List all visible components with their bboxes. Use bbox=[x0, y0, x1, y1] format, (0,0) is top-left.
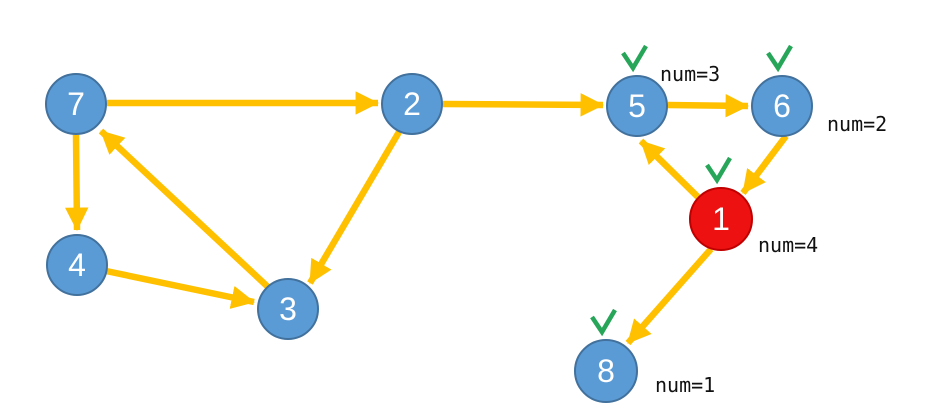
node-circle bbox=[45, 73, 107, 135]
node-value-6: 6 bbox=[773, 88, 791, 124]
node-circle bbox=[257, 278, 319, 340]
graph-node-7: 7 bbox=[45, 73, 107, 135]
edge-2-to-5-arrow bbox=[442, 93, 604, 117]
annotation-8: num=1 bbox=[655, 373, 715, 397]
node-layer: 7 2 5 num=3 6 num=2 4 3 1 num=4 8 num=1 bbox=[45, 44, 887, 403]
edge-7-to-4-arrow bbox=[65, 134, 89, 231]
edge-4-to-3-arrow bbox=[105, 267, 255, 309]
graph-node-1: 1 num=4 bbox=[689, 156, 818, 257]
node-value-5: 5 bbox=[628, 88, 646, 124]
node-value-1: 1 bbox=[712, 201, 730, 237]
graph-node-5: 5 num=3 bbox=[606, 44, 720, 137]
node-circle bbox=[606, 75, 668, 137]
node-circle-current bbox=[689, 187, 753, 251]
node-value-7: 7 bbox=[67, 86, 85, 122]
visited-check-icon-5 bbox=[621, 44, 648, 73]
edge-5-to-6-arrow bbox=[667, 94, 749, 118]
node-value-2: 2 bbox=[403, 86, 421, 122]
annotation-5: num=3 bbox=[660, 62, 720, 86]
node-circle bbox=[381, 73, 443, 135]
visited-check-icon-8 bbox=[590, 308, 617, 337]
visited-check-icon-1 bbox=[705, 156, 732, 185]
visited-check-icon-6 bbox=[766, 44, 793, 73]
annotation-1: num=4 bbox=[758, 233, 818, 257]
node-circle bbox=[574, 339, 638, 403]
graph-node-4: 4 bbox=[46, 234, 108, 296]
graph-node-6: 6 num=2 bbox=[751, 44, 887, 137]
node-circle bbox=[46, 234, 108, 296]
edge-2-to-3-arrow bbox=[307, 130, 402, 285]
graph-node-2: 2 bbox=[381, 73, 443, 135]
node-value-3: 3 bbox=[279, 291, 297, 327]
edge-1-to-5-arrow bbox=[638, 138, 705, 204]
node-circle bbox=[751, 75, 813, 137]
graph-node-8: 8 num=1 bbox=[574, 308, 715, 403]
edge-6-to-1-arrow bbox=[740, 134, 789, 195]
node-value-8: 8 bbox=[597, 353, 615, 389]
graph-node-3: 3 bbox=[257, 278, 319, 340]
node-value-4: 4 bbox=[68, 247, 86, 283]
edge-3-to-7-arrow bbox=[98, 128, 271, 290]
edge-layer bbox=[65, 91, 789, 346]
annotation-6: num=2 bbox=[827, 112, 887, 136]
edge-1-to-8-arrow bbox=[625, 246, 714, 346]
